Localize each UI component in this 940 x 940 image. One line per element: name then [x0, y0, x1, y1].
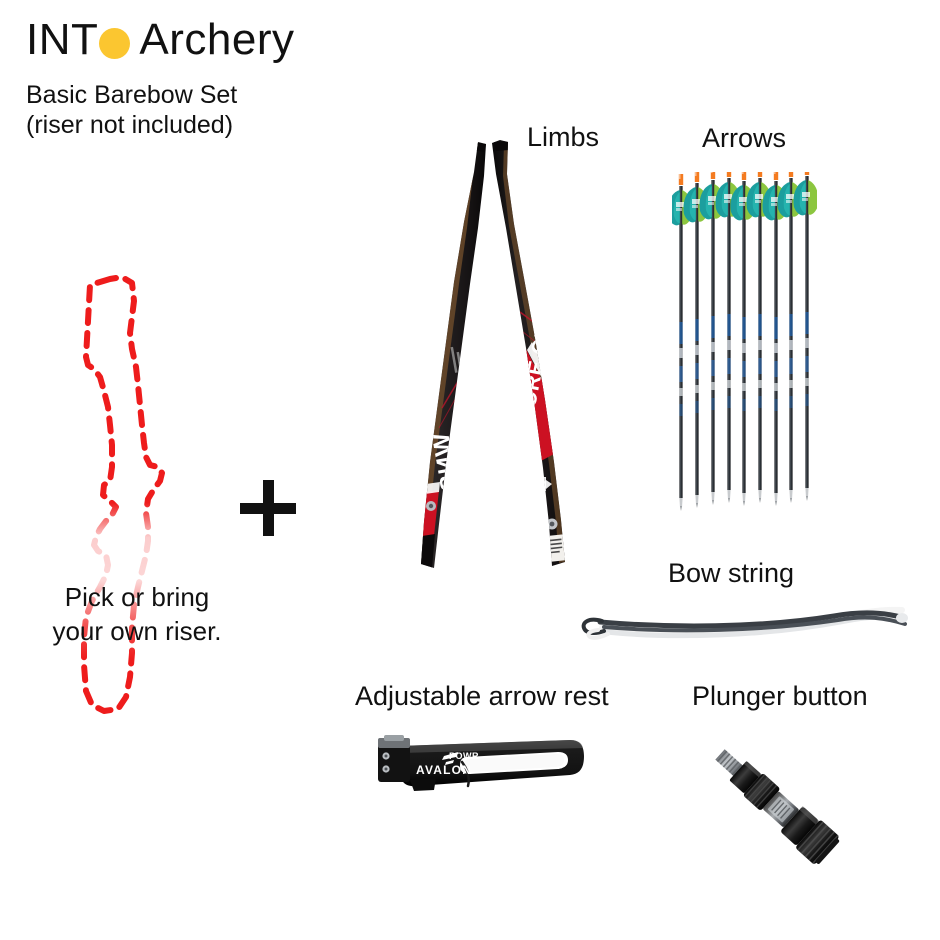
riser-caption: Pick or bring your own riser.: [22, 580, 252, 648]
rest-slot-inner: [464, 754, 564, 772]
label-arrows: Arrows: [702, 123, 787, 153]
plunger-knurled-barrel: [743, 774, 780, 810]
string-end-right: [896, 613, 908, 623]
plunger-lock-nut-highlight: [743, 760, 762, 778]
limb-left: WNS: [421, 140, 486, 568]
plunger-window-inner: [767, 796, 794, 823]
arrow-9: [793, 172, 817, 501]
arrow-6: [746, 172, 772, 503]
subtitle-line-1: Basic Barebow Set: [26, 81, 238, 109]
brand-logo-word: Archery: [139, 15, 295, 64]
limbs-product-image: WNS: [408, 132, 578, 582]
plunger-end-face: [815, 838, 840, 864]
plunger-threads: [716, 750, 743, 776]
rest-brand-name: AVALON: [416, 763, 472, 777]
rest-mount-clamp: [384, 735, 404, 741]
page-subtitle: Basic Barebow Set (riser not included): [26, 80, 237, 140]
arrows-product-image: [672, 172, 817, 512]
plunger-button-product-image: [700, 722, 850, 887]
logo-dot-icon: [99, 27, 131, 59]
string-loop-left: [581, 617, 606, 635]
rest-screw-lower-slot: [384, 767, 388, 771]
arrow-4: [715, 172, 741, 503]
riser-caption-line-1: Pick or bring: [64, 582, 210, 612]
subtitle-line-2: (riser not included): [26, 111, 234, 139]
rest-top-highlight: [400, 740, 583, 753]
label-bow-string: Bow string: [668, 558, 795, 588]
riser-silhouette-path: [81, 274, 165, 714]
plunger-adjust-highlight: [799, 806, 820, 825]
label-plunger-button: Plunger button: [692, 681, 868, 711]
label-limbs: Limbs: [527, 122, 600, 152]
riser-caption-line-2: your own riser.: [52, 616, 222, 646]
arrow-rest-product-image: POWR AVALON: [370, 724, 590, 814]
rest-branding: POWR AVALON: [416, 751, 479, 777]
string-strand-dark-1: [597, 610, 907, 629]
limb-right: EXPLORE CB1: [492, 140, 565, 566]
brand-logo: INT Archery: [26, 18, 294, 62]
brand-logo-prefix: INT: [26, 15, 99, 64]
plus-sign-icon: [240, 480, 296, 536]
arrow-5: [730, 172, 756, 506]
rest-wire-arm: [460, 760, 470, 788]
string-strand-dark-2: [602, 615, 907, 633]
arrow-7: [762, 172, 788, 506]
rest-sub-brand: POWR: [449, 751, 479, 761]
bow-string-product-image: [578, 596, 908, 652]
arrow-8: [777, 172, 803, 503]
rest-under-tab: [410, 778, 436, 791]
arrow-3: [699, 172, 725, 505]
plunger-rear-knurl: [797, 821, 839, 865]
plunger-scale-marks: [771, 799, 791, 819]
rest-screw-upper-slot: [384, 754, 388, 758]
riser-outline-illustration: [48, 245, 208, 735]
string-loop-left-white: [586, 628, 610, 640]
label-arrow-rest: Adjustable arrow rest: [355, 681, 609, 711]
arrow-1: [672, 174, 693, 511]
plunger-knurl-lines: [744, 774, 778, 809]
